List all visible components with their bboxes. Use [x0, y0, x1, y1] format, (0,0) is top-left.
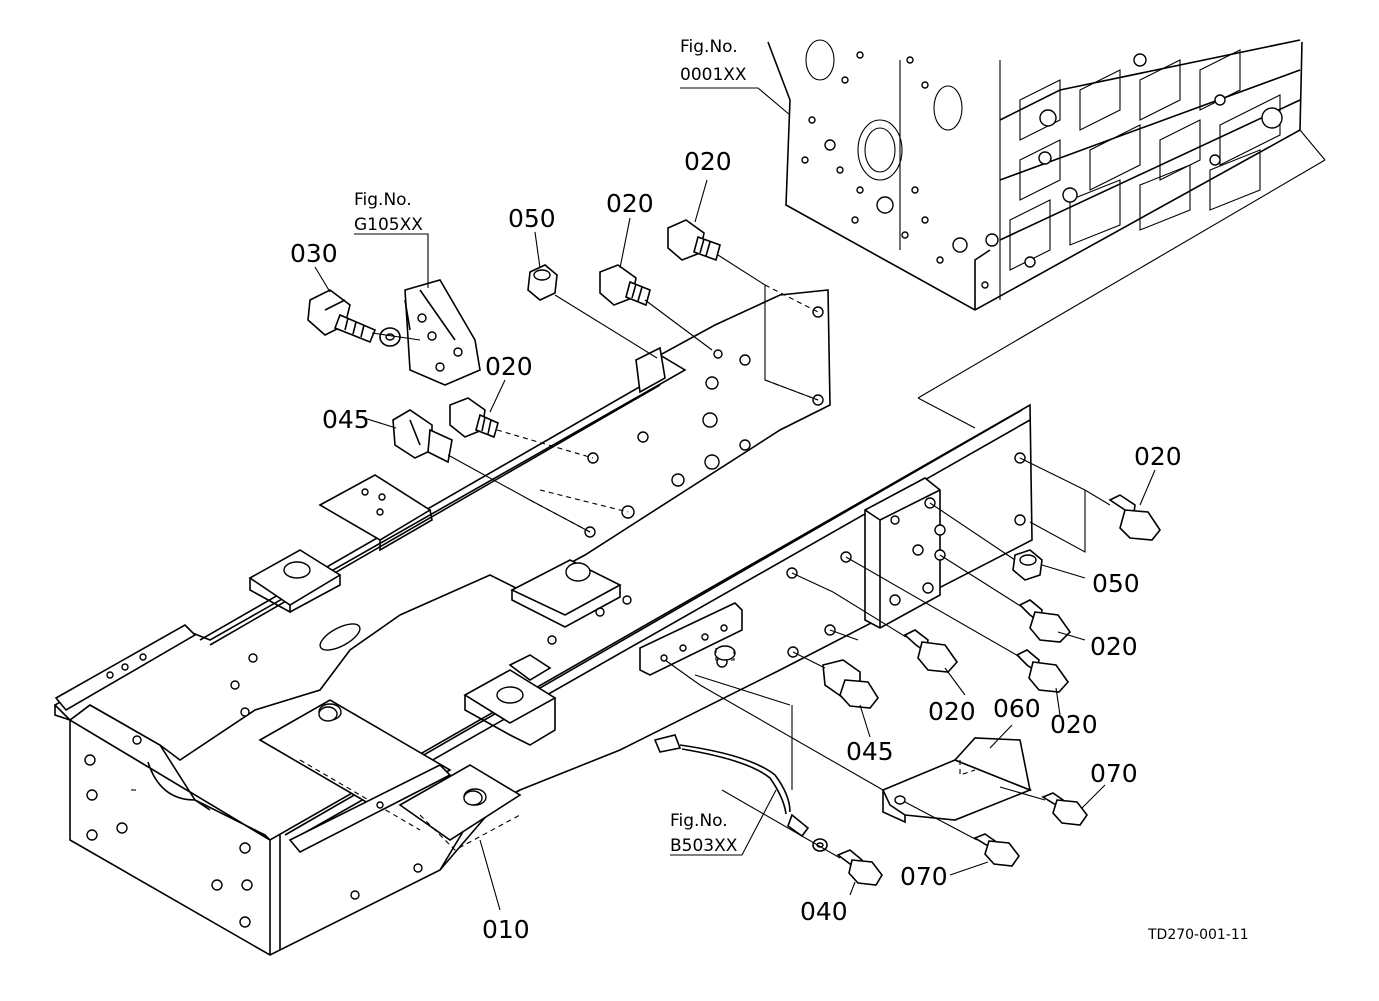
bolt-040 [836, 849, 883, 886]
frame-brackets [54, 346, 666, 854]
callout-020-c: 020 [684, 147, 732, 176]
engine-block [767, 39, 1326, 429]
bolt-070-a [1041, 792, 1088, 826]
fasteners [307, 219, 1161, 886]
callout-020-b: 020 [606, 189, 654, 218]
callout-070-a: 070 [1090, 759, 1138, 788]
callout-045-lower: 045 [846, 737, 894, 766]
leader-lines [314, 87, 1156, 911]
fig-ref-g105-line1: Fig.No. [354, 190, 412, 210]
bolt-045-lower [822, 659, 879, 709]
bolt-020-g [1015, 649, 1070, 693]
nut-050-lower [1012, 549, 1043, 581]
fig-ref-b503-line2: B503XX [670, 836, 738, 856]
callout-040: 040 [800, 897, 848, 926]
callout-020-g: 020 [1050, 710, 1098, 739]
callout-020-e: 020 [1090, 632, 1138, 661]
callout-020-f: 020 [928, 697, 976, 726]
fig-ref-0001-line2: 0001XX [680, 65, 747, 85]
bolt-020-e [1018, 599, 1072, 643]
callout-030: 030 [290, 239, 338, 268]
figure-code: TD270-001-11 [1147, 927, 1249, 943]
part-callouts: 030 045 020 050 020 020 020 050 020 020 … [290, 147, 1182, 944]
bolt-045-upper [392, 409, 453, 464]
fig-ref-b503-line1: Fig.No. [670, 811, 728, 831]
callout-010: 010 [482, 915, 530, 944]
callout-060: 060 [993, 694, 1041, 723]
bolt-070-b [973, 833, 1020, 867]
mount-plate [864, 477, 946, 629]
callout-045-upper: 045 [322, 405, 370, 434]
fig-ref-0001-line1: Fig.No. [680, 37, 738, 57]
bolt-030 [307, 289, 401, 347]
center-bracket [639, 602, 743, 676]
fig-ref-g105-line2: G105XX [354, 215, 423, 235]
bolt-020-a [449, 397, 499, 439]
callout-050-upper: 050 [508, 204, 556, 233]
wire-b503 [653, 734, 828, 852]
bolt-020-f [903, 629, 959, 673]
fitting-g105 [404, 279, 481, 386]
reference-labels: Fig.No. 0001XX Fig.No. G105XX Fig.No. B5… [354, 37, 747, 856]
callout-020-a: 020 [485, 352, 533, 381]
nut-050-upper [527, 264, 558, 301]
callout-020-d: 020 [1134, 442, 1182, 471]
bracket-060 [881, 737, 1033, 824]
callout-050-lower: 050 [1092, 569, 1140, 598]
bolt-020-c [667, 219, 721, 262]
bolt-020-d [1108, 494, 1161, 541]
callout-070-b: 070 [900, 862, 948, 891]
bolt-020-b [599, 264, 651, 307]
